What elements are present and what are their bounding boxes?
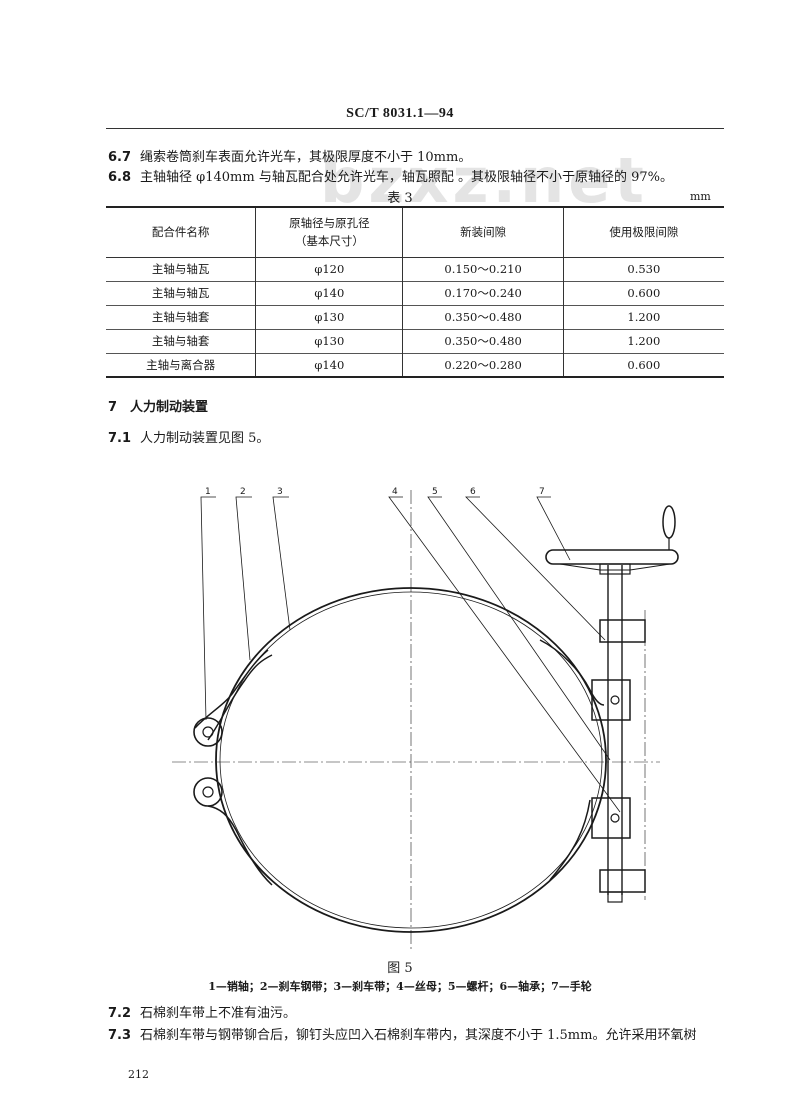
leader-lines <box>200 496 621 813</box>
section-7-1: 7.1 人力制动装置见图 5。 <box>108 427 269 446</box>
section-number: 6.8 <box>108 170 132 185</box>
section-7-heading: 7 人力制动装置 <box>108 396 208 415</box>
svg-text:4: 4 <box>392 487 398 497</box>
section-text: 人力制动装置见图 5。 <box>140 431 270 446</box>
center-lines <box>172 490 660 950</box>
handwheel-crank <box>662 505 676 539</box>
header-limit-clearance: 使用极限间隙 <box>562 207 724 257</box>
section-text: 石棉刹车带与钢带铆合后，铆钉头应凹入石棉刹车带内，其深度不小于 1.5mm。允许… <box>140 1028 697 1043</box>
svg-text:3: 3 <box>277 487 283 497</box>
watermark: bzxz.net <box>320 144 648 217</box>
section-text: 主轴轴径 φ140mm 与轴瓦配合处允许光车，轴瓦照配 。其极限轴径不小于原轴径… <box>140 170 673 185</box>
table-row: 主轴与轴套 φ130 0.350～0.480 1.200 <box>106 329 724 353</box>
svg-text:1: 1 <box>205 487 211 497</box>
svg-text:2: 2 <box>240 487 246 497</box>
pin-upper <box>193 717 223 747</box>
svg-text:6: 6 <box>470 487 476 497</box>
header-base-size: 原轴径与原孔径 （基本尺寸） <box>255 207 404 257</box>
page-number: 212 <box>128 1068 149 1081</box>
pin-lower <box>193 777 223 807</box>
section-6-7: 6.7 绳索卷筒刹车表面允许光车，其极限厚度不小于 10mm。 <box>108 146 471 165</box>
section-number: 7.2 <box>108 1006 132 1021</box>
section-number: 7 <box>108 400 118 415</box>
svg-text:7: 7 <box>539 487 545 497</box>
section-text: 石棉刹车带上不准有油污。 <box>140 1006 297 1021</box>
table-row: 主轴与离合器 φ140 0.220～0.280 0.600 <box>106 353 724 377</box>
section-6-8: 6.8 主轴轴径 φ140mm 与轴瓦配合处允许光车，轴瓦照配 。其极限轴径不小于… <box>108 166 673 185</box>
svg-text:5: 5 <box>432 487 438 497</box>
figure-title: 图 5 <box>387 961 413 976</box>
section-number: 6.7 <box>108 150 132 165</box>
header-part-name: 配合件名称 <box>106 207 257 257</box>
section-7-2: 7.2 石棉刹车带上不准有油污。 <box>108 1002 296 1021</box>
clearance-table: 配合件名称 原轴径与原孔径 （基本尺寸） 新装间隙 使用极限间隙 主轴与轴瓦 φ… <box>106 206 724 378</box>
table-caption: 表 3 <box>387 191 413 206</box>
brake-band <box>215 587 607 933</box>
table-row: 主轴与轴瓦 φ140 0.170～0.240 0.600 <box>106 281 724 305</box>
section-number: 7.1 <box>108 431 132 446</box>
section-text: 绳索卷筒刹车表面允许光车，其极限厚度不小于 10mm。 <box>140 150 472 165</box>
table-row: 主轴与轴瓦 φ120 0.150～0.210 0.530 <box>106 257 724 281</box>
header-rule <box>106 128 724 129</box>
section-number: 7.3 <box>108 1028 132 1043</box>
standard-code-header: SC/T 8031.1—94 <box>346 106 454 121</box>
section-heading: 人力制动装置 <box>130 400 209 415</box>
header-new-clearance: 新装间隙 <box>402 207 564 257</box>
callout-labels: 1 2 3 4 5 6 7 <box>205 487 545 497</box>
bearing-upper <box>599 619 646 643</box>
figure-legend: 1—销轴；2—刹车钢带；3—刹车带；4—丝母；5—螺杆；6—轴承；7—手轮 <box>208 980 592 993</box>
table-header-row: 配合件名称 原轴径与原孔径 （基本尺寸） 新装间隙 使用极限间隙 <box>106 207 724 257</box>
section-7-3: 7.3 石棉刹车带与钢带铆合后，铆钉头应凹入石棉刹车带内，其深度不小于 1.5mm… <box>108 1024 696 1043</box>
table-row: 主轴与轴套 φ130 0.350～0.480 1.200 <box>106 305 724 329</box>
brake-device-drawing: 1 2 3 4 5 6 7 <box>172 487 679 950</box>
table-unit: mm <box>690 190 711 203</box>
